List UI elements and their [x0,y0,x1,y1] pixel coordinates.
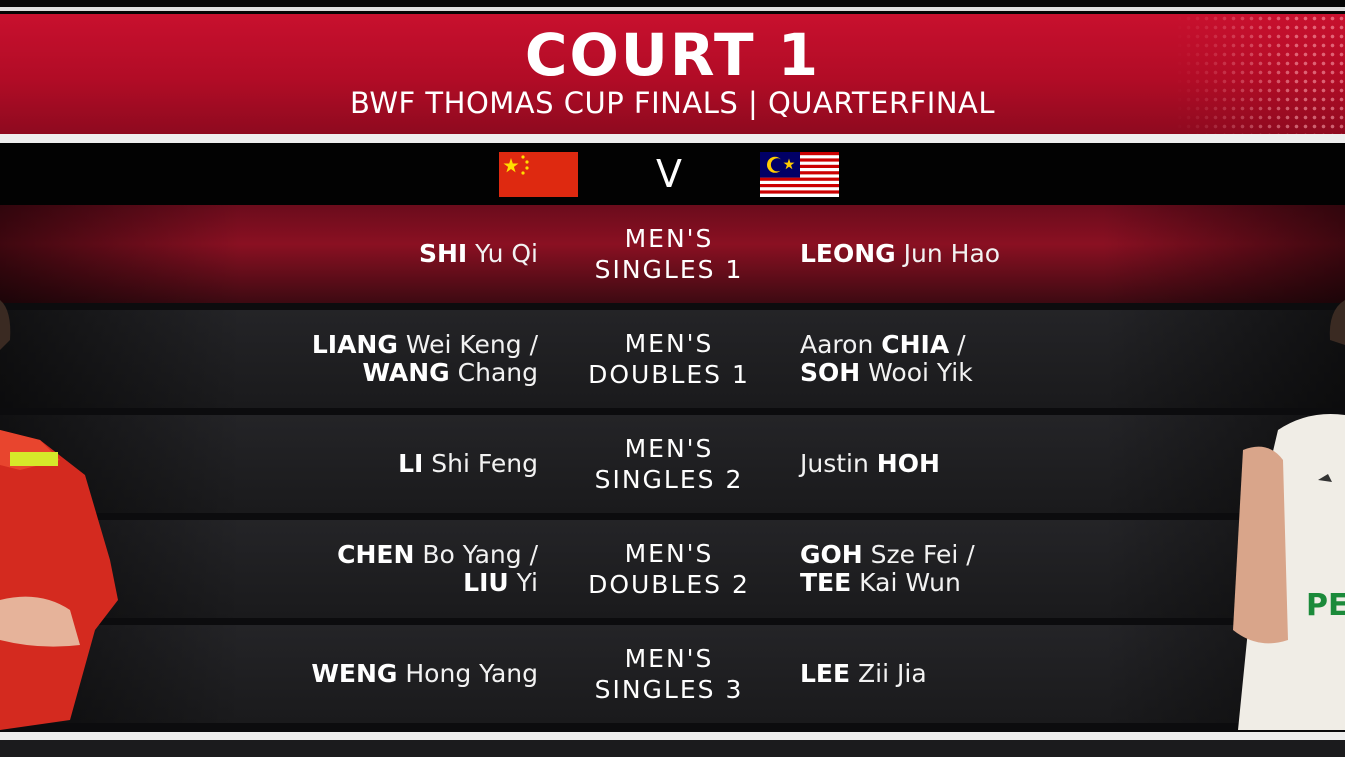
china-player-cell: WENG Hong Yang [200,625,538,723]
match-row-singles-3: WENG Hong Yang MEN'S SINGLES 3 LEE Zii J… [0,625,1345,730]
player-given-name: Shi Feng [431,449,538,478]
pair-separator: / [529,330,538,359]
malaysia-player-cell: LEE Zii Jia [800,625,1100,723]
court-header: COURT 1 BWF THOMAS CUP FINALS | QUARTERF… [0,14,1345,134]
event-label: MEN'S SINGLES 2 [558,415,780,513]
malaysia-player-cell: Justin HOH [800,415,1100,513]
player-family-name: LIANG [311,330,398,359]
footer-divider [0,732,1345,740]
player-given-name: Bo Yang [422,540,522,569]
malaysia-flag-icon [760,152,839,197]
dot-pattern-decoration [1175,14,1345,134]
pair-separator: / [966,540,975,569]
match-row-doubles-1: LIANG Wei Keng / WANG Chang MEN'S DOUBLE… [0,310,1345,415]
malaysia-player-cell: GOH Sze Fei / TEE Kai Wun [800,520,1100,618]
player-given-name: Sze Fei [870,540,959,569]
versus-label: V [656,152,682,196]
pair-separator: / [957,330,966,359]
top-strip [0,0,1345,14]
event-label: MEN'S SINGLES 1 [558,205,780,303]
player-family-name: WENG [311,659,398,688]
player-name: TEE Kai Wun [800,569,961,597]
match-row-doubles-2: CHEN Bo Yang / LIU Yi MEN'S DOUBLES 2 GO… [0,520,1345,625]
china-player-cell: LI Shi Feng [200,415,538,513]
event-subtitle: BWF THOMAS CUP FINALS | QUARTERFINAL [349,86,996,120]
china-player-cell: CHEN Bo Yang / LIU Yi [200,520,538,618]
event-line-2: SINGLES 2 [594,465,744,494]
malaysia-player-photo: PE [1233,300,1345,730]
china-player-photo [0,300,118,730]
player-name: GOH Sze Fei / [800,541,975,569]
court-title: COURT 1 [524,21,821,89]
team-flag-bar: V [0,143,1345,205]
player-family-name: HOH [876,449,940,478]
player-family-name: TEE [800,568,852,597]
player-family-name: WANG [362,358,450,387]
footer-strip [0,740,1345,757]
event-line-1: MEN'S [624,224,714,253]
malaysia-player-cell: LEONG Jun Hao [800,205,1100,303]
player-given-name: Hong Yang [405,659,538,688]
player-name: SHI Yu Qi [419,240,538,268]
player-given-name: Aaron [800,330,874,359]
player-name: LI Shi Feng [398,450,538,478]
player-family-name: GOH [800,540,863,569]
player-family-name: SHI [418,239,468,268]
event-line-2: DOUBLES 2 [588,570,750,599]
player-given-name: Kai Wun [859,568,961,597]
player-name: LIANG Wei Keng / [312,331,538,359]
player-name: Aaron CHIA / [800,331,966,359]
player-family-name: LIU [463,568,509,597]
pair-separator: / [529,540,538,569]
china-player-cell: SHI Yu Qi [200,205,538,303]
match-row-singles-2: LI Shi Feng MEN'S SINGLES 2 Justin HOH [0,415,1345,520]
player-given-name: Yi [516,568,538,597]
player-family-name: CHEN [337,540,415,569]
player-given-name: Chang [457,358,538,387]
player-name: LEE Zii Jia [800,660,927,688]
player-name: WANG Chang [362,359,538,387]
event-line-2: DOUBLES 1 [588,360,750,389]
event-line-1: MEN'S [624,434,714,463]
player-family-name: LI [398,449,424,478]
player-family-name: LEE [800,659,851,688]
player-given-name: Justin [800,449,869,478]
top-divider [0,7,1345,11]
header-divider [0,134,1345,143]
player-name: Justin HOH [800,450,940,478]
player-name: CHEN Bo Yang / [337,541,538,569]
player-name: LIU Yi [463,569,538,597]
event-line-1: MEN'S [624,644,714,673]
player-family-name: SOH [800,358,861,387]
player-name: SOH Wooi Yik [800,359,973,387]
match-list: SHI Yu Qi MEN'S SINGLES 1 LEONG Jun Hao … [0,205,1345,732]
event-line-2: SINGLES 3 [594,675,744,704]
malaysia-player-cell: Aaron CHIA / SOH Wooi Yik [800,310,1100,408]
player-name: WENG Hong Yang [311,660,538,688]
player-given-name: Zii Jia [858,659,927,688]
player-given-name: Jun Hao [903,239,1001,268]
svg-text:PE: PE [1306,588,1345,623]
event-label: MEN'S DOUBLES 2 [558,520,780,618]
event-line-1: MEN'S [624,539,714,568]
event-label: MEN'S DOUBLES 1 [558,310,780,408]
player-given-name: Wooi Yik [868,358,973,387]
player-family-name: LEONG [800,239,896,268]
china-player-cell: LIANG Wei Keng / WANG Chang [200,310,538,408]
event-label: MEN'S SINGLES 3 [558,625,780,723]
player-name: LEONG Jun Hao [800,240,1000,268]
event-line-1: MEN'S [624,329,714,358]
player-given-name: Yu Qi [475,239,538,268]
player-given-name: Wei Keng [405,330,522,359]
player-family-name: CHIA [881,330,950,359]
match-row-singles-1: SHI Yu Qi MEN'S SINGLES 1 LEONG Jun Hao [0,205,1345,310]
event-line-2: SINGLES 1 [594,255,744,284]
china-flag-icon [499,152,578,197]
